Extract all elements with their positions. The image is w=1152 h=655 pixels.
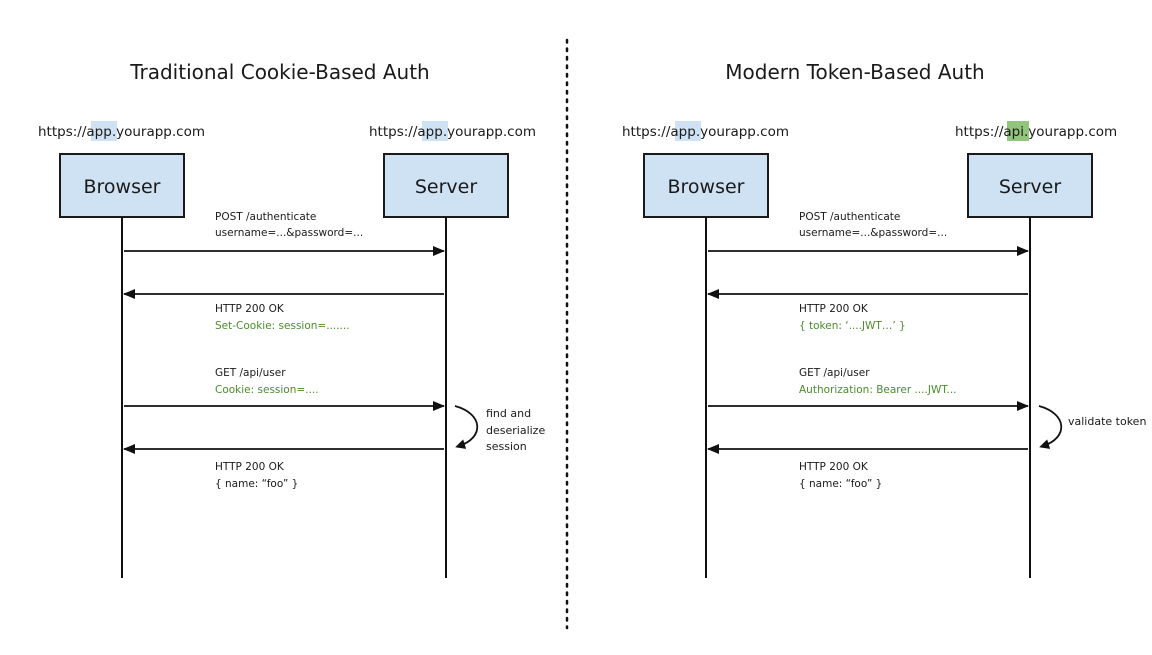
left-browser-label: Browser: [84, 176, 161, 198]
right-msg3-line1: GET /api/user: [799, 367, 870, 379]
right-server-label: Server: [999, 176, 1061, 198]
left-server-url-highlight: [422, 121, 448, 141]
url-highlight: app: [670, 124, 695, 140]
url-highlight: app: [86, 124, 111, 140]
right-msg1-line1: POST /authenticate: [799, 211, 900, 223]
left-browser-url-highlight: [91, 121, 117, 141]
right-note-line1: validate token: [1068, 415, 1146, 428]
url-suffix: .yourapp.com: [1024, 124, 1117, 140]
url-prefix: https://: [622, 124, 671, 140]
left-process-curve: [454, 405, 479, 449]
right-server-box: [967, 153, 1093, 218]
right-browser-url-highlight: [675, 121, 701, 141]
left-msg3-line1: GET /api/user: [215, 367, 286, 379]
url-suffix: .yourapp.com: [112, 124, 205, 140]
right-msg3-line2: Authorization: Bearer ....JWT...: [799, 384, 957, 396]
url-prefix: https://: [38, 124, 87, 140]
left-server-url: https://app.yourapp.com: [369, 124, 536, 140]
right-msg1-line2: username=...&password=...: [799, 227, 947, 239]
right-msg4-line2: { name: “foo” }: [799, 478, 882, 490]
left-note-line3: session: [486, 440, 527, 453]
url-prefix: https://: [955, 124, 1004, 140]
left-msg2-line1: HTTP 200 OK: [215, 303, 285, 315]
url-prefix: https://: [369, 124, 418, 140]
right-title: Modern Token-Based Auth: [725, 60, 984, 84]
left-msg4-line1: HTTP 200 OK: [215, 461, 285, 473]
right-server-url: https://api.yourapp.com: [955, 124, 1117, 140]
right-panel: Modern Token-Based Auth https://app.your…: [622, 60, 1146, 578]
left-note-line1: find and: [486, 407, 531, 420]
left-note-line2: deserialize: [486, 424, 545, 437]
right-msg4-line1: HTTP 200 OK: [799, 461, 869, 473]
left-msg1-line1: POST /authenticate: [215, 211, 316, 223]
left-server-label: Server: [415, 176, 477, 198]
right-browser-label: Browser: [668, 176, 745, 198]
left-msg2-line2: Set-Cookie: session=.......: [215, 320, 350, 332]
url-highlight: api: [1003, 124, 1024, 140]
right-browser-url: https://app.yourapp.com: [622, 124, 789, 140]
url-highlight: app: [417, 124, 442, 140]
right-msg2-line2: { token: ‘....JWT…’ }: [799, 320, 906, 332]
left-browser-box: [59, 153, 185, 218]
left-server-box: [383, 153, 509, 218]
right-server-url-highlight: [1007, 121, 1029, 141]
left-msg1-line2: username=...&password=...: [215, 227, 363, 239]
left-browser-url: https://app.yourapp.com: [38, 124, 205, 140]
left-msg3-line2: Cookie: session=....: [215, 384, 319, 396]
right-msg2-line1: HTTP 200 OK: [799, 303, 869, 315]
left-msg4-line2: { name: “foo” }: [215, 478, 298, 490]
left-title: Traditional Cookie-Based Auth: [129, 60, 430, 84]
right-process-curve: [1038, 405, 1063, 449]
right-browser-box: [643, 153, 769, 218]
url-suffix: .yourapp.com: [443, 124, 536, 140]
left-panel: Traditional Cookie-Based Auth https://ap…: [38, 60, 545, 578]
url-suffix: .yourapp.com: [696, 124, 789, 140]
